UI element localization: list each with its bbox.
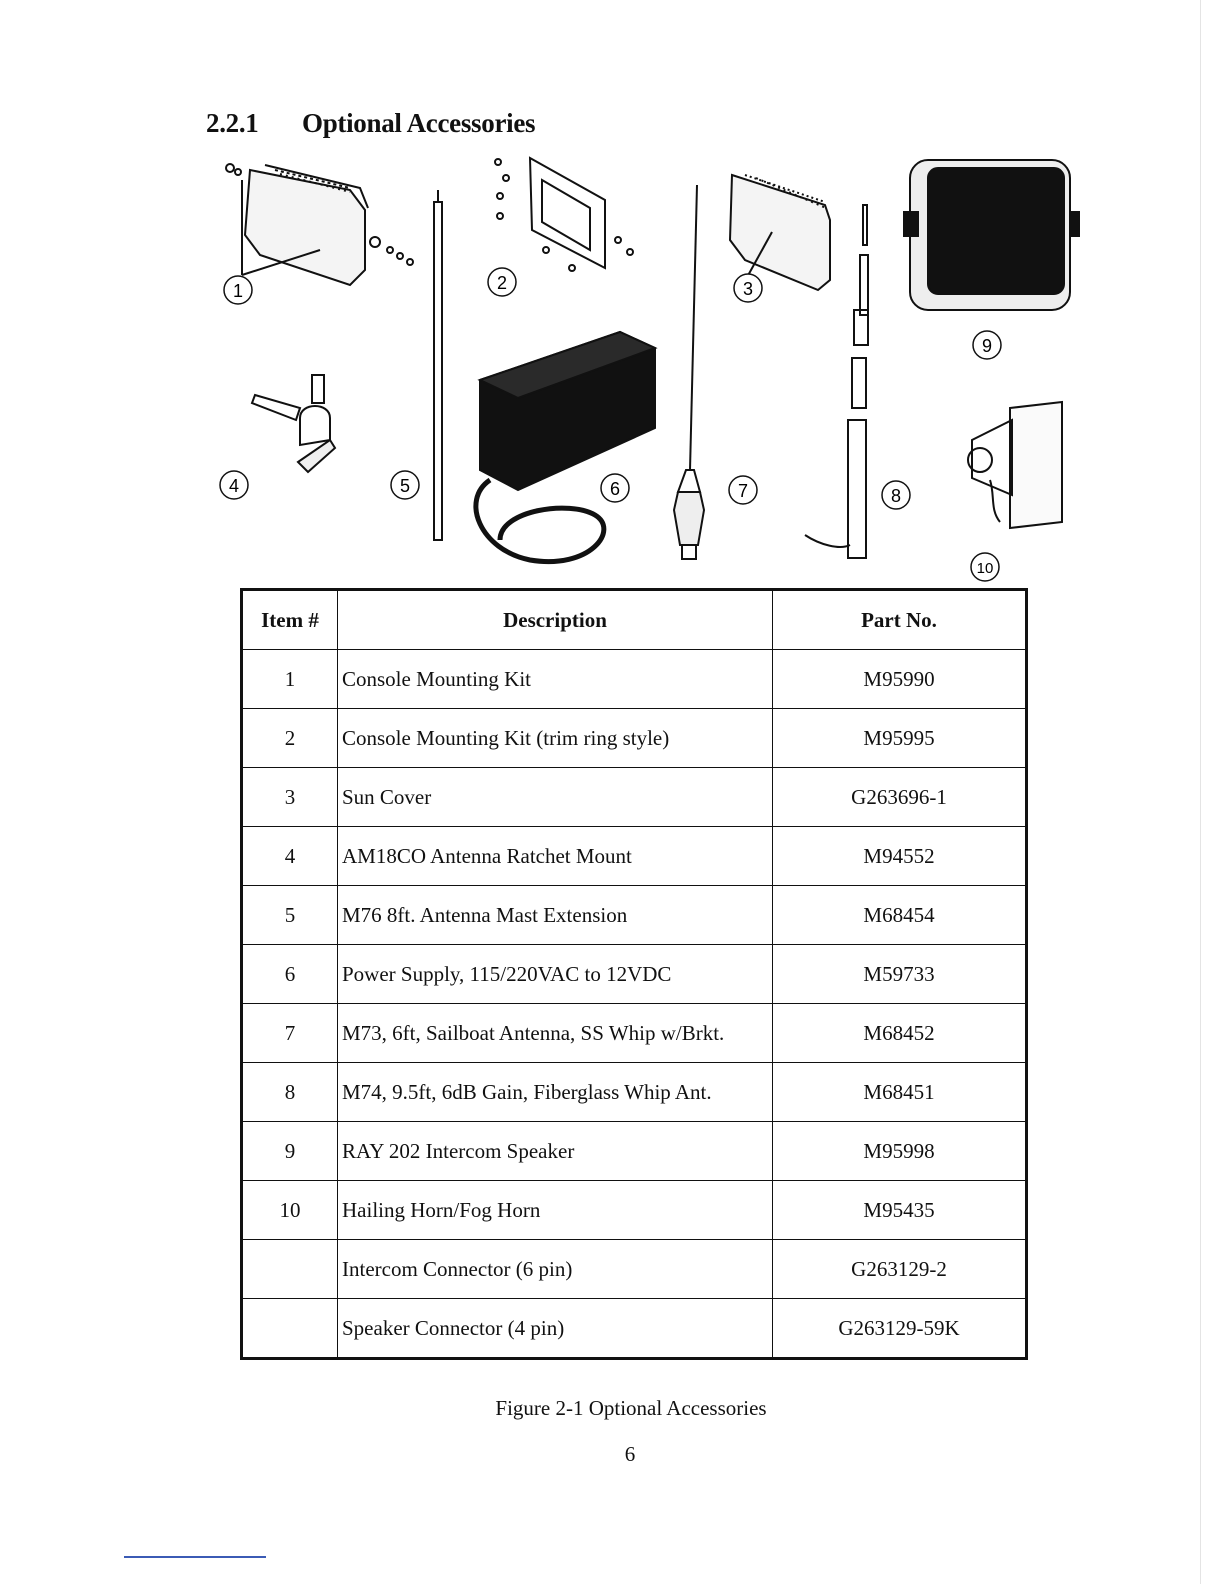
svg-text:8: 8 <box>891 486 901 506</box>
callout-9: 9 <box>972 330 1002 360</box>
item-cell: 10 <box>241 1180 338 1240</box>
callout-10: 10 <box>970 552 1000 582</box>
part-number-cell: M95990 <box>772 649 1027 709</box>
table-row: Speaker Connector (4 pin)G263129-59K <box>241 1298 1027 1359</box>
description-cell: Console Mounting Kit (trim ring style) <box>337 708 773 768</box>
description-cell: Power Supply, 115/220VAC to 12VDC <box>337 944 773 1004</box>
part-number-cell: M94552 <box>772 826 1027 886</box>
sun-cover-illustration <box>728 173 831 292</box>
item-cell: 6 <box>241 944 338 1004</box>
table-header-row: Item # Description Part No. <box>241 589 1027 650</box>
part-number-cell: M68454 <box>772 885 1027 945</box>
part-number-cell: G263129-59K <box>772 1298 1027 1359</box>
svg-text:10: 10 <box>977 560 994 577</box>
item-cell: 7 <box>241 1003 338 1063</box>
section-title: Optional Accessories <box>302 108 536 138</box>
accessories-illustration: 1 2 3 4 5 6 7 8 <box>219 156 1080 582</box>
section-number: 2.2.1 <box>206 108 259 138</box>
callout-2: 2 <box>487 267 517 297</box>
part-number-cell: M59733 <box>772 944 1027 1004</box>
ratchet-mount-illustration <box>250 374 337 474</box>
item-cell <box>241 1239 338 1299</box>
svg-text:4: 4 <box>229 476 239 496</box>
hailing-horn-illustration <box>967 400 1063 530</box>
item-cell: 9 <box>241 1121 338 1181</box>
description-cell: AM18CO Antenna Ratchet Mount <box>337 826 773 886</box>
description-cell: Console Mounting Kit <box>337 649 773 709</box>
part-number-cell: M68451 <box>772 1062 1027 1122</box>
description-cell: M73, 6ft, Sailboat Antenna, SS Whip w/Br… <box>337 1003 773 1063</box>
intercom-speaker-illustration <box>903 159 1080 311</box>
svg-text:2: 2 <box>497 273 507 293</box>
page-number: 6 <box>624 1442 636 1466</box>
callout-8: 8 <box>881 480 911 510</box>
item-cell: 8 <box>241 1062 338 1122</box>
svg-text:1: 1 <box>233 281 243 301</box>
page-edge <box>1200 0 1201 1584</box>
description-cell: M74, 9.5ft, 6dB Gain, Fiberglass Whip An… <box>337 1062 773 1122</box>
description-cell: M76 8ft. Antenna Mast Extension <box>337 885 773 945</box>
svg-text:7: 7 <box>738 481 748 501</box>
description-cell: Hailing Horn/Fog Horn <box>337 1180 773 1240</box>
description-cell: RAY 202 Intercom Speaker <box>337 1121 773 1181</box>
scan-artifact-line <box>124 1556 266 1558</box>
callout-5: 5 <box>390 470 420 500</box>
part-number-cell: M95435 <box>772 1180 1027 1240</box>
part-number-cell: G263696-1 <box>772 767 1027 827</box>
callout-7: 7 <box>728 475 758 505</box>
fiberglass-whip-illustration <box>804 204 869 559</box>
item-cell: 3 <box>241 767 338 827</box>
section-heading: 2.2.1 Optional Accessories <box>206 108 536 139</box>
antenna-mast-extension-illustration <box>433 190 443 541</box>
description-column-header: Description <box>337 589 773 650</box>
callout-3: 3 <box>733 273 763 303</box>
item-cell <box>241 1298 338 1359</box>
description-cell: Speaker Connector (4 pin) <box>337 1298 773 1359</box>
item-column-header: Item # <box>241 589 338 650</box>
power-supply-illustration <box>473 330 658 565</box>
part-column-header: Part No. <box>772 589 1027 650</box>
sailboat-antenna-illustration <box>672 184 706 560</box>
svg-text:5: 5 <box>400 476 410 496</box>
part-number-cell: M95995 <box>772 708 1027 768</box>
callout-1: 1 <box>223 275 253 305</box>
part-number-cell: G263129-2 <box>772 1239 1027 1299</box>
console-mount-kit-illustration <box>225 163 414 287</box>
trim-ring-mount-illustration <box>494 156 634 272</box>
svg-text:3: 3 <box>743 279 753 299</box>
callout-markers: 1 2 3 4 5 6 7 8 <box>219 267 1002 582</box>
part-number-cell: M68452 <box>772 1003 1027 1063</box>
figure-caption: Figure 2-1 Optional Accessories <box>495 1396 767 1420</box>
description-cell: Sun Cover <box>337 767 773 827</box>
svg-text:9: 9 <box>982 336 992 356</box>
part-number-cell: M95998 <box>772 1121 1027 1181</box>
item-cell: 5 <box>241 885 338 945</box>
item-cell: 2 <box>241 708 338 768</box>
item-cell: 4 <box>241 826 338 886</box>
table-row: Intercom Connector (6 pin)G263129-2 <box>241 1239 1027 1299</box>
svg-text:6: 6 <box>610 479 620 499</box>
callout-4: 4 <box>219 470 249 500</box>
description-cell: Intercom Connector (6 pin) <box>337 1239 773 1299</box>
callout-6: 6 <box>600 473 630 503</box>
item-cell: 1 <box>241 649 338 709</box>
